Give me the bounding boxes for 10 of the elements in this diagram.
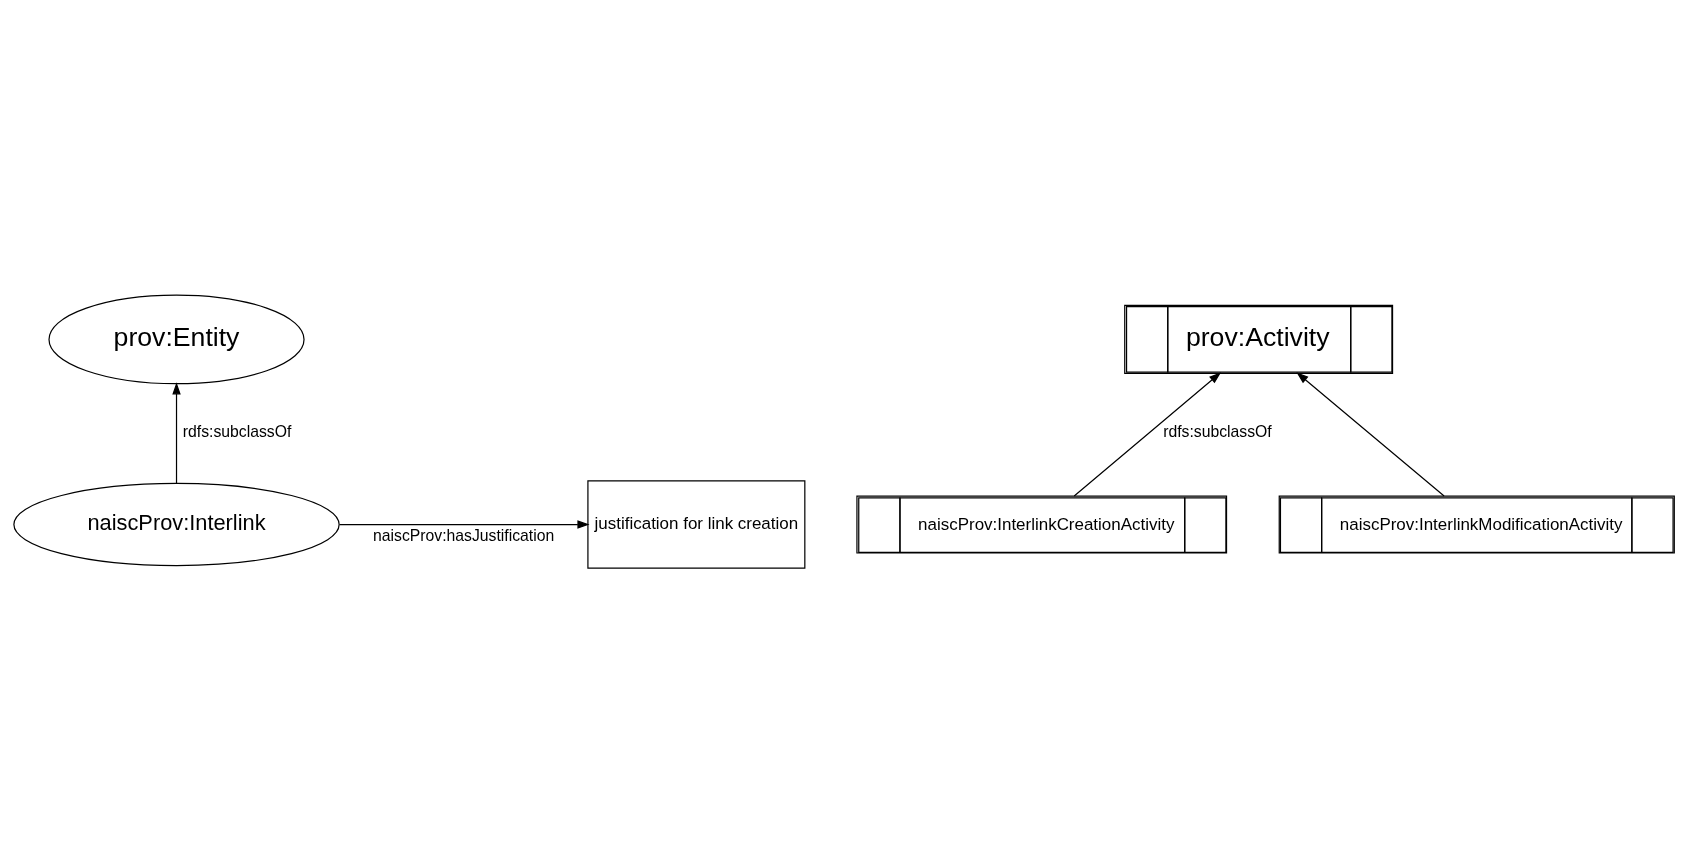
arrow [1296,372,1445,497]
node-ellipse: prov:Entity [48,294,305,385]
edge-label: naiscProv:hasJustification [373,526,555,544]
edge-label: rdfs:subclassOf [182,422,292,440]
arrow [338,520,590,529]
node-box: justification for link creation [587,480,806,569]
edge-label: rdfs:subclassOf [1163,422,1272,440]
arrow [1073,372,1222,497]
arrow [172,382,181,484]
node-ellipse: naiscProv:Interlink [13,482,340,567]
